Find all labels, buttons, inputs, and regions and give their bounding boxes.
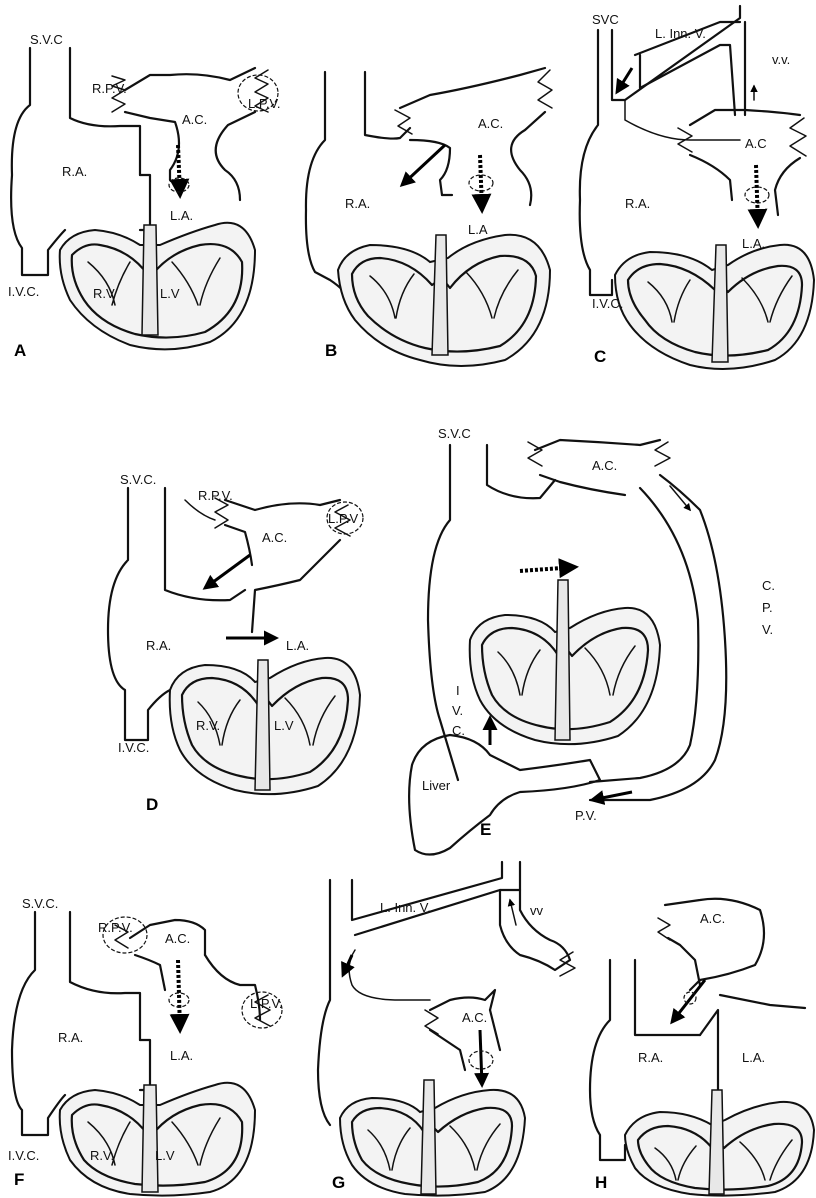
label-ac: A.C.: [462, 1010, 487, 1025]
label-ac: A.C.: [165, 931, 190, 946]
label-ac: A.C.: [700, 911, 725, 926]
label-ac: A.C.: [592, 458, 617, 473]
label-ac: A.C.: [182, 112, 207, 127]
label-svc: SVC: [592, 12, 619, 27]
panel-letter-g: G: [332, 1173, 345, 1192]
label-rpv: R.P.V.: [198, 488, 233, 503]
label-rv: R.V: [93, 286, 115, 301]
label-vv: vv: [530, 903, 544, 918]
label-svc: S.V.C: [438, 426, 471, 441]
label-ivc: I.V.C.: [118, 740, 149, 755]
label-ra: R.A.: [345, 196, 370, 211]
label-linnv: L. Inn. V.: [655, 26, 706, 41]
label-ivc-c: C.: [452, 723, 465, 738]
label-pv: P.V.: [575, 808, 597, 823]
label-rv: R.V.: [90, 1148, 114, 1163]
panel-a: S.V.C R.P.V. A.C. L.P.V. R.A. L.A. I.V.C…: [8, 32, 281, 360]
label-ivc: I.V.C.: [8, 284, 39, 299]
label-lpv: L.P.V.: [250, 996, 283, 1011]
label-v: V.: [762, 622, 773, 637]
panel-letter-d: D: [146, 795, 158, 814]
label-ac: A.C: [745, 136, 767, 151]
label-lpv: L.P.V: [328, 511, 358, 526]
panel-f: S.V.C. R.P.V. A.C. L.P.V. R.A. L.A. I.V.…: [8, 896, 283, 1196]
panel-d: S.V.C. R.P.V. A.C. L.P.V R.A. L.A. I.V.C…: [108, 472, 363, 814]
label-ra: R.A.: [146, 638, 171, 653]
panel-letter-h: H: [595, 1173, 607, 1192]
panel-h: A.C. R.A. L.A. H: [590, 899, 814, 1196]
label-ac: A.C.: [478, 116, 503, 131]
panel-e: S.V.C A.C. C. P. V. I V. C. Liver P.V. E: [409, 426, 775, 855]
panel-b: A.C. R.A. L.A B: [306, 68, 552, 366]
label-linnv: L. Inn. V.: [380, 900, 431, 915]
panel-c: SVC L. Inn. V. v.v. A.C R.A. L.A. I.V.C.…: [580, 6, 814, 369]
label-la: L.A.: [742, 236, 765, 251]
label-lv: L.V: [160, 286, 180, 301]
label-ra: R.A.: [58, 1030, 83, 1045]
label-svc: S.V.C: [30, 32, 63, 47]
label-ra: R.A.: [62, 164, 87, 179]
label-la: L.A.: [286, 638, 309, 653]
label-ivc-v: V.: [452, 703, 463, 718]
label-ra: R.A.: [625, 196, 650, 211]
label-rpv: R.P.V.: [98, 920, 133, 935]
panel-letter-a: A: [14, 341, 26, 360]
panel-g: L. Inn. V. vv A.C. G: [318, 862, 575, 1196]
label-ac: A.C.: [262, 530, 287, 545]
panel-letter-f: F: [14, 1170, 24, 1189]
label-svc: S.V.C.: [22, 896, 58, 911]
panel-letter-e: E: [480, 820, 491, 839]
label-i: I: [456, 683, 460, 698]
panel-letter-c: C: [594, 347, 606, 366]
panel-letter-b: B: [325, 341, 337, 360]
label-la: L.A.: [170, 1048, 193, 1063]
label-la: L.A: [468, 222, 488, 237]
label-lpv: L.P.V.: [248, 96, 281, 111]
label-c: C.: [762, 578, 775, 593]
label-ivc: I.V.C.: [592, 296, 623, 311]
label-liver: Liver: [422, 778, 451, 793]
label-ra: R.A.: [638, 1050, 663, 1065]
label-lv: L.V: [155, 1148, 175, 1163]
label-rpv: R.P.V.: [92, 81, 127, 96]
label-lv: L.V: [274, 718, 294, 733]
label-ivc: I.V.C.: [8, 1148, 39, 1163]
label-vv: v.v.: [772, 52, 790, 67]
label-la: L.A.: [170, 208, 193, 223]
label-rv: R.V.: [196, 718, 220, 733]
label-la: L.A.: [742, 1050, 765, 1065]
label-p: P.: [762, 600, 773, 615]
label-svc: S.V.C.: [120, 472, 156, 487]
